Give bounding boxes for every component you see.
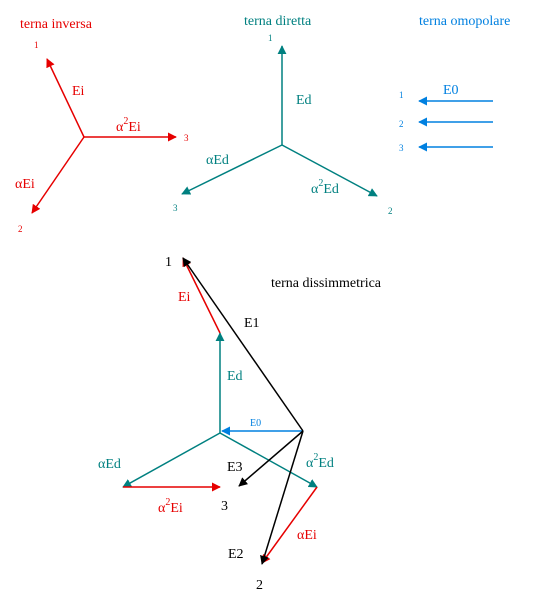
asym-e1-label: E1: [244, 316, 260, 331]
direct-point-3: 3: [173, 203, 178, 213]
inverse-aei-vector: [31, 136, 85, 214]
asym-ed-label: Ed: [227, 369, 243, 384]
asym-aei-label: αEi: [297, 528, 317, 543]
inverse-sequence-group: terna inversa 1 3 2 Ei α2Ei αEi: [15, 17, 189, 234]
asym-aed-vector: [122, 432, 221, 488]
asym-aei-vector: [261, 486, 318, 564]
inverse-a2ei-label: α2Ei: [116, 116, 141, 135]
asym-e3-label: E3: [227, 460, 243, 475]
zero-point-3: 3: [399, 143, 404, 153]
asym-a2ed-label: α2Ed: [306, 452, 334, 471]
direct-aed-vector: [181, 144, 283, 195]
direct-sequence-title: terna diretta: [244, 14, 312, 29]
direct-ed-label: Ed: [296, 93, 312, 108]
asym-aed-label: αEd: [98, 457, 121, 472]
asym-e3-vector: [238, 430, 304, 487]
asym-point-1: 1: [165, 255, 172, 270]
asym-a2ei-label: α2Ei: [158, 497, 183, 516]
asymmetric-title: terna dissimmetrica: [271, 276, 382, 291]
asym-e2-label: E2: [228, 547, 244, 562]
inverse-aei-label: αEi: [15, 177, 35, 192]
inverse-sequence-title: terna inversa: [20, 17, 93, 32]
zero-point-1: 1: [399, 90, 404, 100]
asym-e1-vector: [182, 257, 304, 432]
direct-a2ed-vector: [281, 144, 378, 197]
zero-sequence-title: terna omopolare: [419, 14, 510, 29]
inverse-ei-vector: [46, 58, 85, 138]
direct-point-2: 2: [388, 206, 393, 216]
inverse-point-3: 3: [184, 133, 189, 143]
asym-e2-vector: [260, 430, 304, 565]
asym-point-3: 3: [221, 499, 228, 514]
zero-point-2: 2: [399, 119, 404, 129]
asym-ei-vector: [182, 257, 221, 334]
asym-ei-label: Ei: [178, 290, 191, 305]
inverse-point-2: 2: [18, 224, 23, 234]
asym-e0-label: E0: [250, 418, 261, 429]
zero-sequence-group: terna omopolare 1 2 3 E0: [399, 14, 510, 153]
inverse-point-1: 1: [34, 40, 39, 50]
direct-point-1: 1: [268, 33, 273, 43]
asymmetric-group: terna dissimmetrica 1 3 2 E1 E3 E2 Ei Ed…: [98, 255, 382, 593]
direct-sequence-group: terna diretta 1 3 2 Ed αEd α2Ed: [173, 14, 393, 216]
zero-e0-label: E0: [443, 83, 459, 98]
direct-aed-label: αEd: [206, 153, 229, 168]
inverse-ei-label: Ei: [72, 84, 85, 99]
asym-point-2: 2: [256, 578, 263, 593]
direct-a2ed-label: α2Ed: [311, 178, 339, 197]
